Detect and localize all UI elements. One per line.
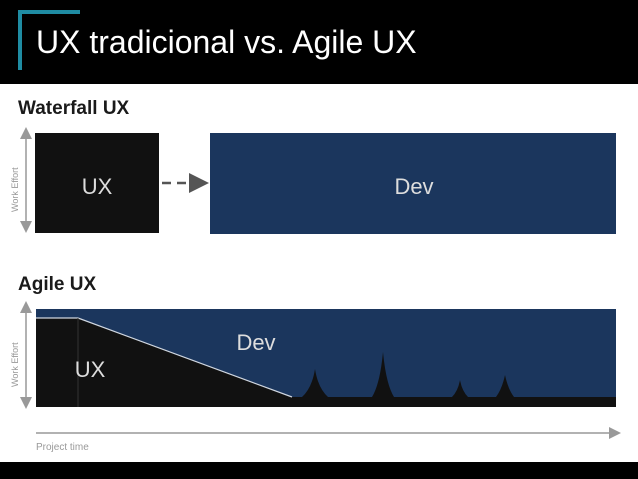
waterfall-heading: Waterfall UX xyxy=(18,98,130,119)
waterfall-ux-block xyxy=(35,133,159,233)
waterfall-dev-label: Dev xyxy=(394,174,433,199)
agile-ux-wedge xyxy=(36,318,616,407)
agile-ux-label: UX xyxy=(75,357,106,382)
agile-heading: Agile UX xyxy=(18,274,96,295)
title-bar: UX tradicional vs. Agile UX xyxy=(0,0,638,84)
agile-ux-wedge-edge xyxy=(77,317,293,398)
waterfall-ux-label: UX xyxy=(82,174,113,199)
agile-ux-spike-4 xyxy=(496,375,514,397)
title-accent-bracket xyxy=(18,10,80,70)
agile-ux-spike-3 xyxy=(452,380,468,397)
agile-ux-spike-1 xyxy=(302,369,328,397)
bottom-bar xyxy=(0,462,638,479)
slide-title: UX tradicional vs. Agile UX xyxy=(36,24,417,60)
agile-ux-spike-2 xyxy=(372,352,394,397)
project-time-label: Project time xyxy=(36,442,89,453)
waterfall-dev-block xyxy=(210,133,616,234)
diagram-area: Waterfall UX Work Effort UX Dev Agile UX… xyxy=(0,84,638,462)
comparison-diagram: Waterfall UX Work Effort UX Dev Agile UX… xyxy=(10,98,621,453)
waterfall-axis-label: Work Effort xyxy=(10,167,20,212)
agile-dev-label: Dev xyxy=(236,330,275,355)
agile-axis-label: Work Effort xyxy=(10,342,20,387)
